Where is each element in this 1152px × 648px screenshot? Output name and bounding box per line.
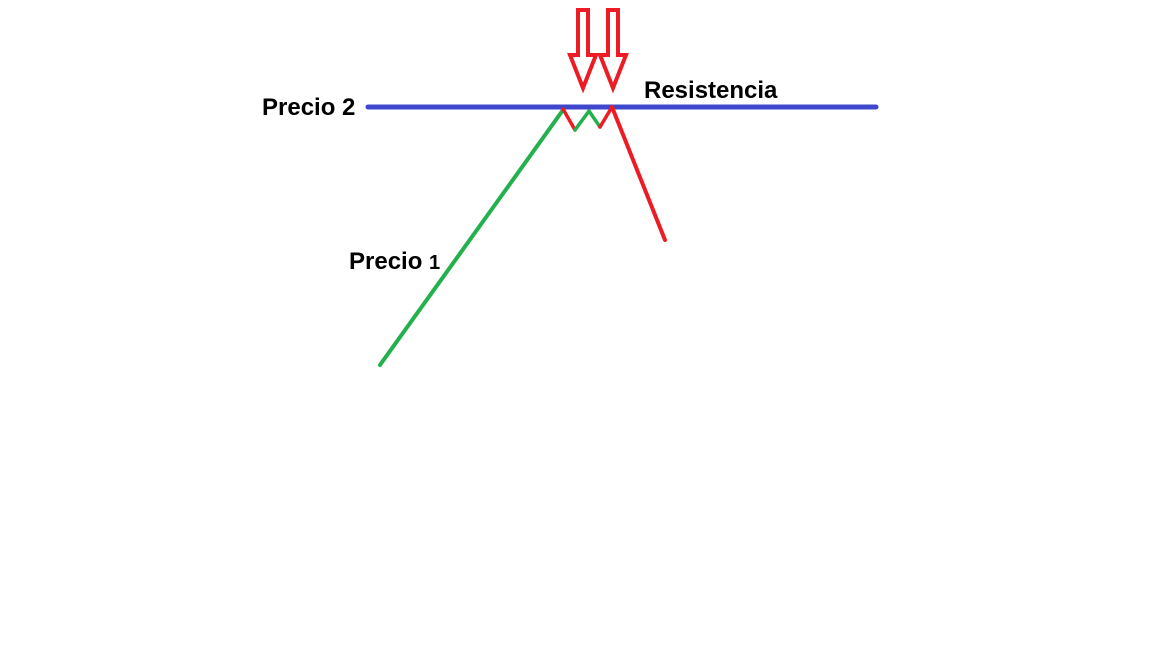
rejection-zigzag-up-2: [598, 105, 614, 129]
rejection-zigzag-up-1: [573, 109, 591, 132]
price1-label: Precio 1: [349, 248, 441, 275]
price2-label: Precio 2: [262, 94, 356, 121]
rejection-zigzag-down-1: [561, 107, 577, 132]
uptrend-line: [378, 108, 565, 367]
resistance-label: Resistencia: [644, 77, 778, 104]
price1-label-word: Precio: [349, 248, 423, 275]
down-arrow-left-icon: [567, 8, 599, 94]
down-arrow-right-icon: [597, 8, 629, 94]
downtrend-line: [610, 105, 667, 242]
price1-label-number: 1: [429, 252, 441, 274]
rejection-zigzag-down-2: [587, 109, 602, 129]
